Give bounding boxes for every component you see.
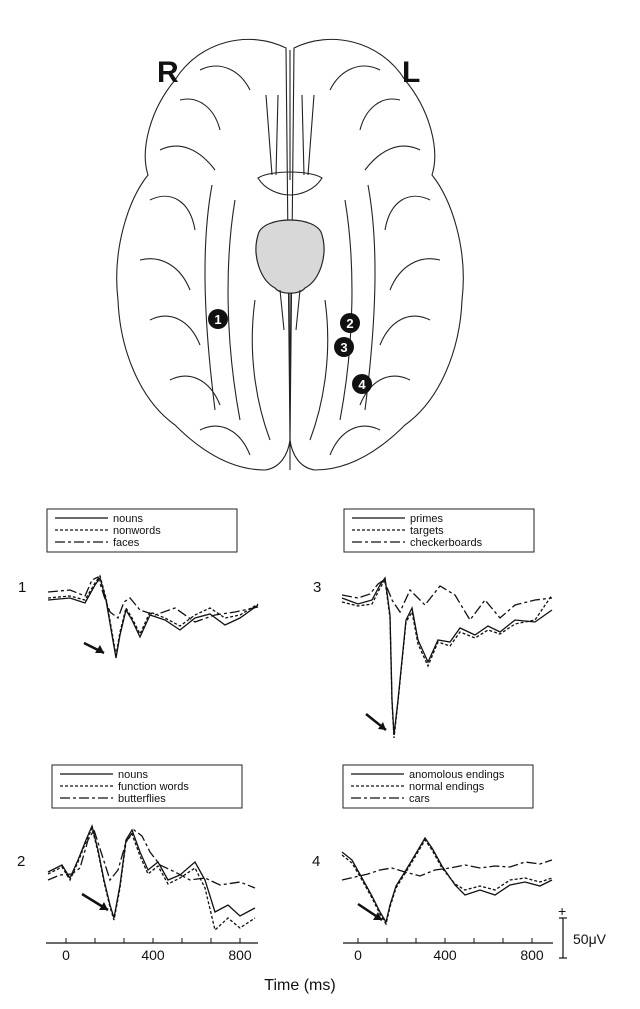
legend-1-item-2: nonwords: [113, 525, 161, 537]
legend-panel-4: anomolous endings normal endings cars: [342, 764, 534, 809]
panel-4-trace-normal-endings: [341, 838, 553, 926]
brain-ventral-view: R L 1 2 3 4: [116, 38, 464, 471]
legend-3-item-1: primes: [410, 513, 444, 525]
time-axis-left: 0 400 800: [46, 938, 258, 963]
legend-2-item-3: butterflies: [118, 793, 166, 805]
panel-4-trace-cars: [341, 859, 553, 881]
legend-4-item-1: anomolous endings: [409, 769, 505, 781]
olfactory-tracts: [265, 94, 315, 176]
legend-3-item-2: targets: [410, 525, 444, 537]
medulla: [279, 289, 301, 331]
left-axis-tick-800: 800: [228, 947, 252, 963]
erp-panel-3: [341, 576, 553, 739]
gyri-right: [139, 65, 271, 456]
legend-3-item-3: checkerboards: [410, 537, 483, 549]
site-marker-2: 2: [340, 313, 360, 333]
site-marker-1-label: 1: [214, 312, 221, 327]
scale-bar-sign: +: [558, 903, 566, 919]
site-marker-4: 4: [352, 374, 372, 394]
right-hemisphere-label: R: [157, 56, 179, 89]
legend-4-item-2: normal endings: [409, 781, 485, 793]
site-marker-4-label: 4: [358, 377, 366, 392]
site-marker-3: 3: [334, 337, 354, 357]
gyri-left: [309, 65, 441, 456]
site-marker-2-label: 2: [346, 316, 353, 331]
legend-4-item-3: cars: [409, 793, 430, 805]
right-hemisphere: [116, 38, 291, 471]
legend-panel-1: nouns nonwords faces: [46, 508, 238, 553]
brainstem: [255, 219, 325, 294]
panel-2-trace-nouns: [47, 823, 256, 919]
panel-4-n170-arrow: [357, 902, 383, 922]
panel-1-n170-arrow: [83, 641, 105, 655]
panel-3-trace-targets: [341, 578, 553, 739]
panel-3-trace-checkerboards: [341, 579, 553, 622]
erp-panel-1: [47, 574, 259, 659]
left-axis-tick-0: 0: [62, 947, 70, 963]
time-axis-right: 0 400 800: [343, 938, 553, 963]
legend-panel-2: nouns function words butterflies: [51, 764, 243, 809]
left-hemisphere: [289, 38, 464, 471]
panel-2-trace-function-words: [47, 825, 256, 932]
panel-3-trace-primes: [341, 576, 553, 736]
erp-panel-2: [47, 823, 256, 932]
site-marker-1: 1: [208, 309, 228, 329]
right-axis-tick-0: 0: [354, 947, 362, 963]
erp-panel-4: [341, 836, 553, 926]
panel-3-n170-arrow: [365, 713, 387, 731]
legend-2-item-2: function words: [118, 781, 189, 793]
panel-1-trace-nouns: [47, 576, 259, 659]
optic-chiasm: [257, 171, 323, 196]
left-axis-tick-400: 400: [141, 947, 165, 963]
panel-4-trace-anomolous-endings: [341, 836, 553, 924]
panel-3-number: 3: [313, 579, 321, 596]
panel-4-number: 4: [312, 853, 320, 870]
legend-1-item-1: nouns: [113, 513, 143, 525]
panel-1-trace-faces: [47, 576, 259, 623]
scale-bar-label: 50μV: [573, 931, 607, 947]
panel-2-trace-butterflies: [47, 828, 256, 889]
panel-1-number: 1: [18, 579, 26, 596]
voltage-scale-bar: + 50μV: [558, 903, 607, 959]
panel-1-trace-nonwords: [47, 574, 259, 656]
legend-panel-3: primes targets checkerboards: [343, 508, 535, 553]
right-axis-tick-400: 400: [433, 947, 457, 963]
panel-2-number: 2: [17, 853, 25, 870]
legend-2-item-1: nouns: [118, 769, 148, 781]
right-axis-tick-800: 800: [520, 947, 544, 963]
time-axis-title: Time (ms): [264, 977, 335, 994]
left-hemisphere-label: L: [402, 56, 420, 89]
legend-1-item-3: faces: [113, 537, 140, 549]
site-marker-3-label: 3: [340, 340, 347, 355]
panel-2-n170-arrow: [81, 892, 109, 912]
